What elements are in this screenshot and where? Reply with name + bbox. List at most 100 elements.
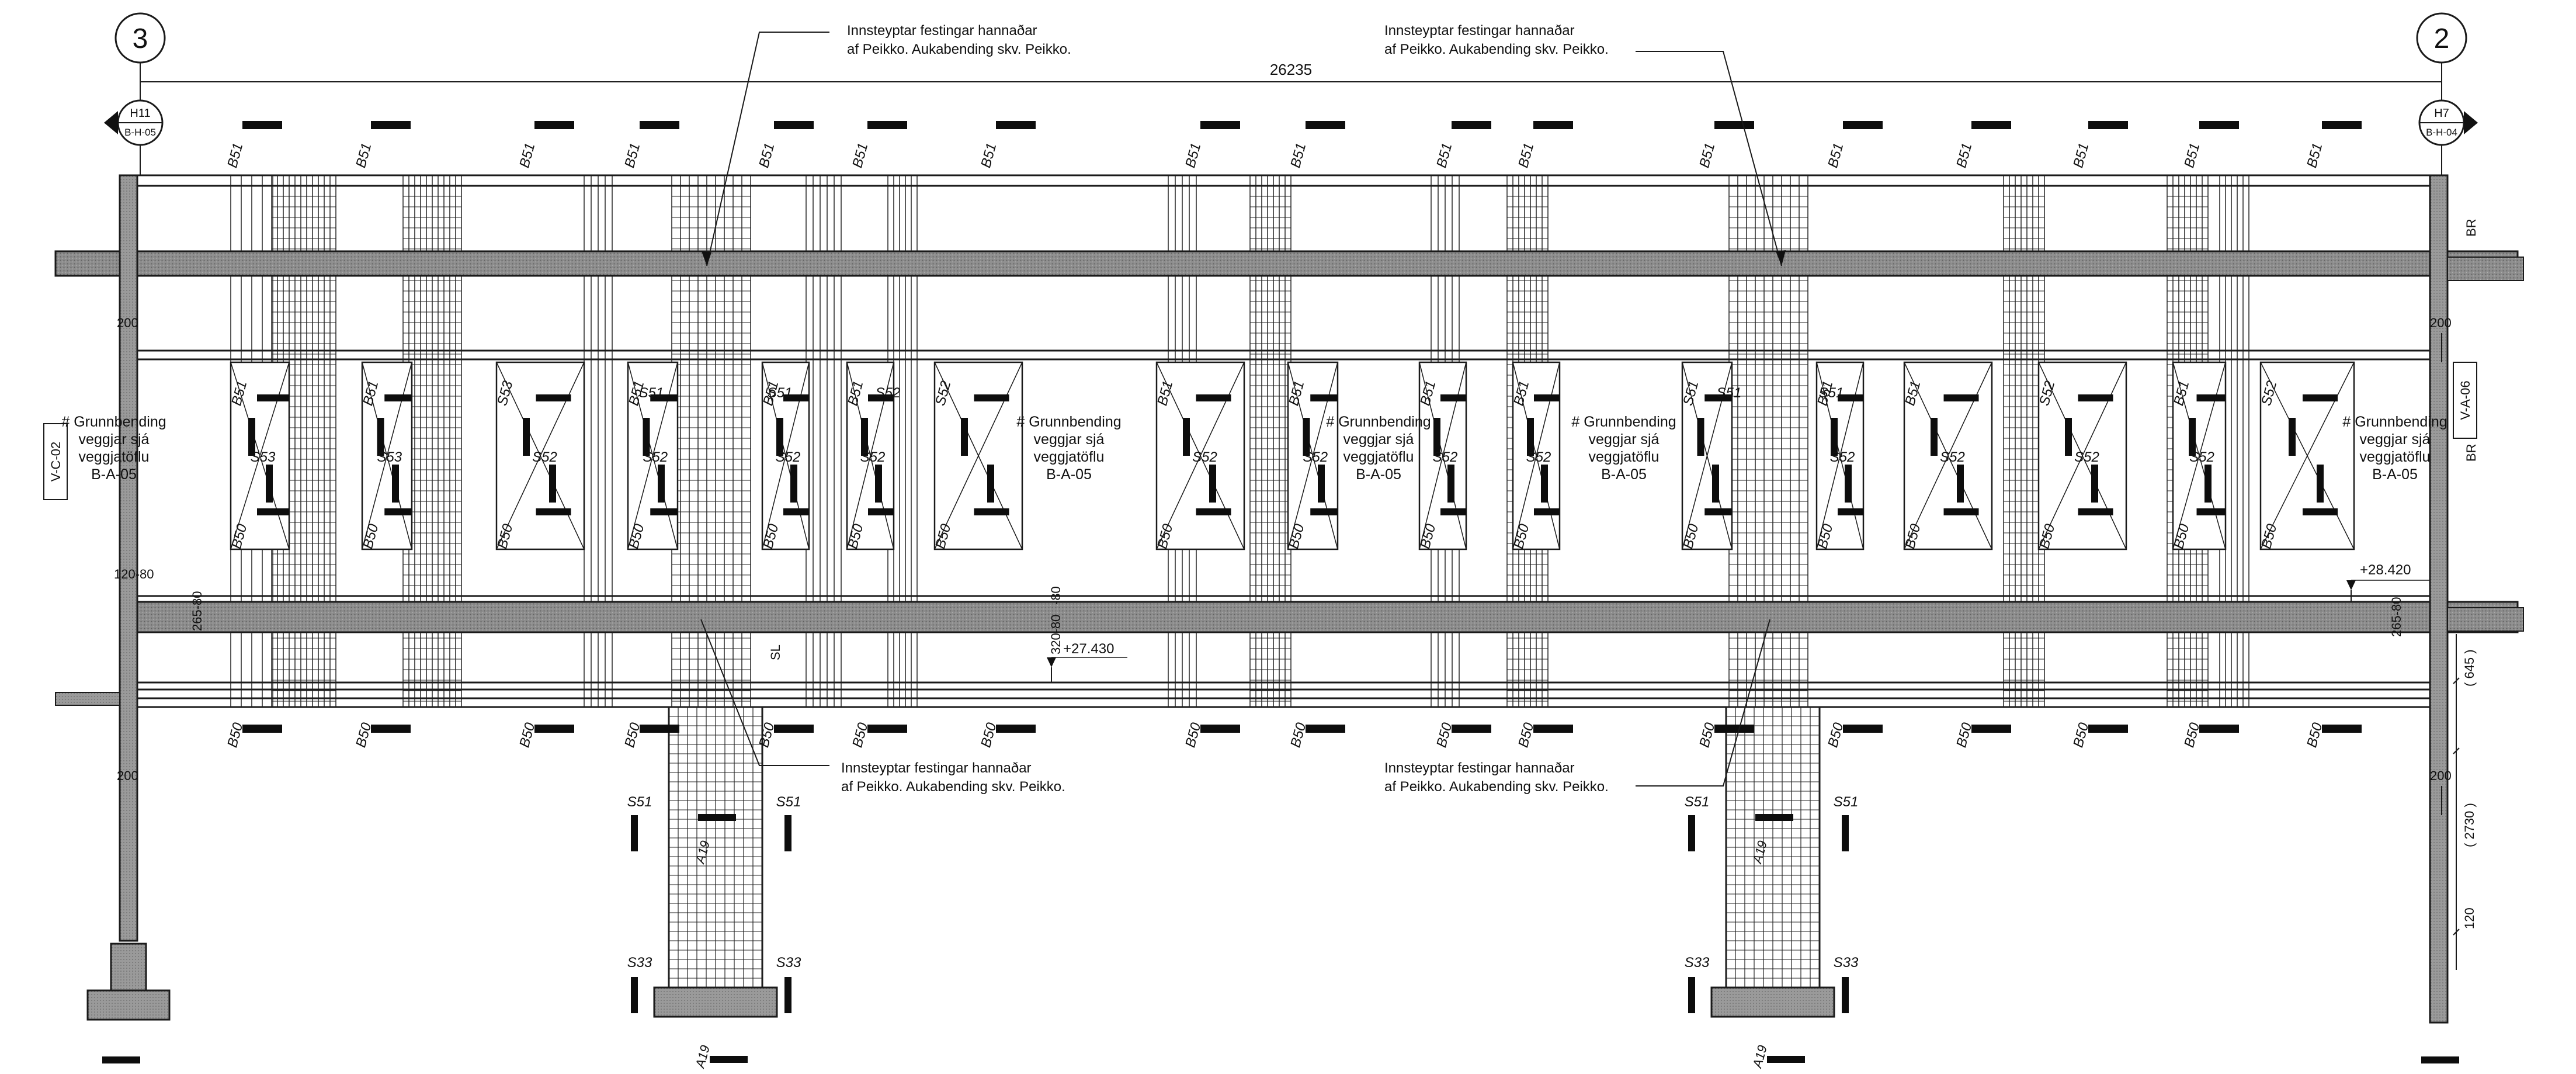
level-right-label: +28.420	[2360, 562, 2411, 578]
level-right: +28.420	[2346, 562, 2430, 602]
level-mid-label: +27.430	[1063, 641, 1114, 657]
panel-bar-mark	[2303, 394, 2338, 401]
panel-mark-b: S52	[1433, 449, 1458, 465]
column-mark-top-a: S51	[627, 794, 652, 810]
top-bar-label: B51	[1287, 141, 1309, 169]
top-bar-label: B51	[224, 141, 246, 169]
column-bar-mark	[1688, 977, 1695, 1013]
panel-bar-mark	[1943, 508, 1979, 515]
panel-mark-b: S52	[1940, 449, 1965, 465]
top-bar-mark	[534, 121, 574, 129]
top-bar-mark	[1714, 121, 1754, 129]
bottom-bar-mark	[371, 725, 411, 733]
dim-br-top: BR	[2464, 219, 2478, 237]
bottom-bar-mark	[1306, 725, 1345, 733]
grunnbending-note-line: veggjatöflu	[1343, 449, 1414, 465]
panel-bar-mark	[1831, 418, 1838, 456]
left-end-wall	[119, 174, 138, 942]
panel-bar-mark	[1931, 418, 1938, 456]
panel-bar-mark	[1541, 465, 1548, 503]
grunnbending-note-line: B-A-05	[2372, 466, 2418, 483]
panel-bar-mark	[2196, 394, 2226, 401]
column-mark-down: A19	[692, 1044, 713, 1070]
panel-bar-mark	[790, 465, 797, 503]
grunnbending-note-line: B-A-05	[91, 466, 137, 483]
panel-bar-mark	[384, 394, 412, 401]
panel-bar-mark	[875, 465, 882, 503]
bottom-bar-label: B50	[2070, 720, 2092, 749]
top-bar-label: B51	[2070, 141, 2092, 169]
panel-bar-mark	[2078, 508, 2113, 515]
grid-axis-left: 3	[114, 12, 166, 175]
grunnbending-note-line: veggjatöflu	[2360, 449, 2431, 465]
grunnbending-note-line: B-A-05	[1601, 466, 1647, 483]
panel-bar-mark	[257, 394, 289, 401]
top-bar-label: B51	[353, 141, 374, 169]
panel-mark-b: S52	[1526, 449, 1551, 465]
grunnbending-note-line: veggjar sjá	[1034, 431, 1105, 448]
panel-mark-b: S53	[377, 449, 402, 465]
panel-bar-mark	[650, 394, 678, 401]
panel-bar-mark	[987, 465, 994, 503]
bottom-bar-mark	[2322, 725, 2362, 733]
callout-bottom-left-line1: Innsteyptar festingar hannaðar	[841, 760, 1032, 776]
left-footing	[86, 989, 171, 1021]
callout-top-left-line1: Innsteyptar festingar hannaðar	[847, 23, 1037, 39]
right-column	[1710, 706, 1835, 1018]
left-side-ledge	[55, 692, 120, 706]
dimension-labels: 200 120-80 265-80 200 -80 320-80 200 265…	[114, 219, 2478, 929]
panel-bar-mark	[2196, 508, 2226, 515]
bottom-bar-label: B50	[2304, 720, 2325, 749]
dim-right-120: 120	[2462, 907, 2477, 929]
top-bar-mark	[867, 121, 907, 129]
panel-bar-mark	[549, 465, 556, 503]
callout-bottom-left-line2: af Peikko. Aukabending skv. Peikko.	[841, 779, 1065, 795]
dim-sl: SL	[768, 645, 783, 660]
top-bar-label: B51	[516, 141, 538, 169]
dim-left-120-80: 120-80	[114, 567, 154, 581]
grunnbending-note-line: veggjar sjá	[79, 431, 150, 448]
top-bar-label: B51	[1515, 141, 1537, 169]
right-footing-bar-mark	[2421, 1056, 2459, 1063]
top-bar-mark	[2199, 121, 2239, 129]
grunnbending-note-line: B-A-05	[1356, 466, 1401, 483]
top-bar-label: B51	[2181, 141, 2203, 169]
column-bar-mark	[784, 977, 791, 1013]
panel-bar-mark	[1712, 465, 1719, 503]
section-tag-right: H7 B-H-04	[2418, 99, 2478, 146]
grunnbending-note-line: veggjar sjá	[1589, 431, 1660, 448]
panel-bar-mark	[974, 394, 1009, 401]
column-bar-mark	[1755, 814, 1793, 821]
grunnbending-note-line: # Grunnbending	[1016, 414, 1121, 430]
panel-bar-mark	[776, 418, 783, 456]
top-bar-label: B51	[1696, 141, 1718, 169]
panel-bar-mark	[2317, 465, 2324, 503]
wall-outline	[134, 174, 2442, 708]
opening-panels: B51S53B50B51S53B50S53S52B50B51S52B50B51S…	[228, 361, 2355, 550]
bottom-bar-mark	[2199, 725, 2239, 733]
panel-extra-mark: S52	[876, 385, 901, 401]
panel-bar-mark	[1704, 508, 1732, 515]
dim-right-2730: ( 2730 )	[2462, 803, 2477, 847]
panel-mark-b: S52	[532, 449, 557, 465]
panel-bar-mark	[2189, 418, 2196, 456]
panel-bar-mark	[650, 508, 678, 515]
section-tag-left-bottom: B-H-05	[124, 127, 156, 138]
column-bar-mark	[1842, 815, 1849, 851]
panel-bar-mark	[2303, 508, 2338, 515]
dim-right-top-200: 200	[2430, 316, 2452, 330]
grunnbending-note-line: veggjar sjá	[1343, 431, 1414, 448]
bottom-bar-label: B50	[224, 720, 246, 749]
column-bar-mark	[631, 815, 638, 851]
